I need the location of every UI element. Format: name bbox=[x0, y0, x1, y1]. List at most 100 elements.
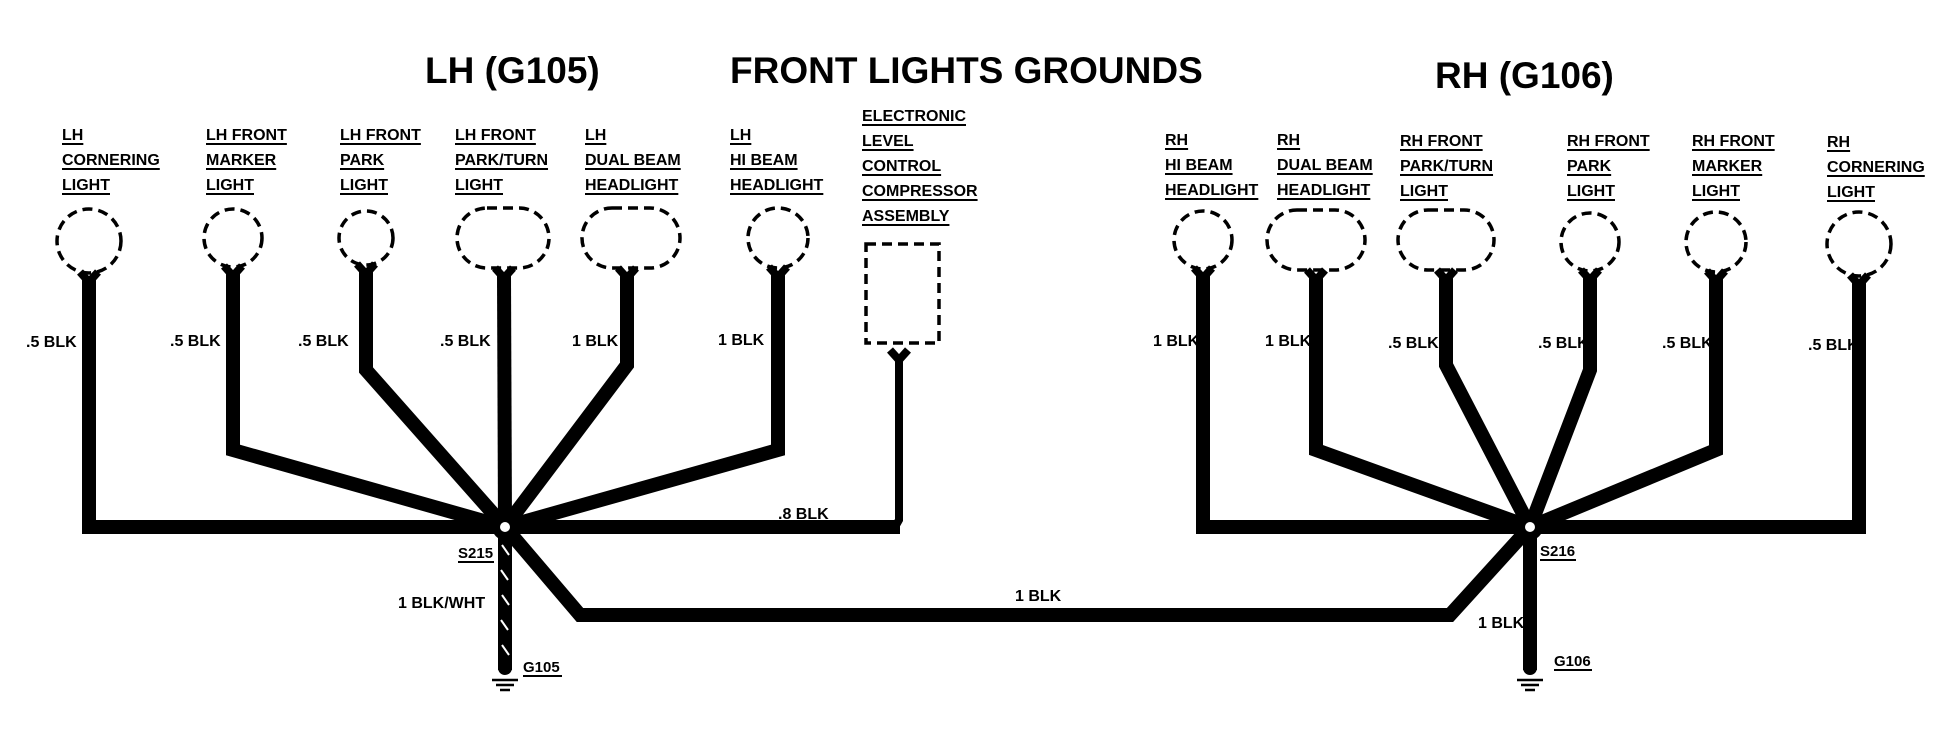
elc-compressor-assembly-symbol bbox=[864, 242, 941, 366]
rh-component-label-line: MARKER bbox=[1692, 158, 1763, 175]
ground-g106-symbol: G106 bbox=[1517, 653, 1592, 692]
rh-wires bbox=[1196, 276, 1866, 670]
rh-component-label-line: RH bbox=[1277, 132, 1300, 149]
lh-component-label-0: LH CORNERING LIGHT bbox=[62, 127, 160, 195]
wire-label-lh-hi-beam: 1 BLK bbox=[718, 332, 765, 349]
wire-label-rh-park-turn: .5 BLK bbox=[1388, 335, 1439, 352]
lh-dual-beam-headlight-symbol bbox=[580, 206, 682, 284]
wire-label-lh-cornering: .5 BLK bbox=[26, 334, 77, 351]
blk-wht-stripe bbox=[500, 544, 510, 656]
main-title: FRONT LIGHTS GROUNDS bbox=[730, 50, 1203, 91]
rh-front-park-light-symbol bbox=[1559, 211, 1621, 286]
rh-component-label-line: RH bbox=[1165, 132, 1188, 149]
lh-front-marker-light-symbol bbox=[202, 207, 264, 282]
lh-component-label-line: ELECTRONIC bbox=[862, 108, 966, 125]
rh-component-label-4: RH FRONT MARKER LIGHT bbox=[1692, 133, 1775, 201]
wire-label-rh-cornering: .5 BLK bbox=[1808, 337, 1859, 354]
lh-component-label-line: LH bbox=[585, 127, 606, 144]
ground-g105-symbol: G105 bbox=[492, 659, 562, 692]
wire-label-lh-marker: .5 BLK bbox=[170, 333, 221, 350]
rh-component-label-2: RH FRONT PARK/TURN LIGHT bbox=[1400, 133, 1494, 201]
lh-component-label-5: LH HI BEAM HEADLIGHT bbox=[730, 127, 824, 195]
wire-label-crossover: 1 BLK bbox=[1015, 588, 1062, 605]
wire-label-rh-marker: .5 BLK bbox=[1662, 335, 1713, 352]
lh-component-label-line: CORNERING bbox=[62, 152, 160, 169]
lh-component-label-line: LIGHT bbox=[340, 177, 388, 194]
lh-hi-beam-headlight-symbol bbox=[746, 206, 810, 283]
lh-title: LH (G105) bbox=[425, 50, 600, 91]
lh-front-park-light-symbol bbox=[337, 209, 395, 280]
wire-label-lh-park: .5 BLK bbox=[298, 333, 349, 350]
wire-label-lh-ground: 1 BLK/WHT bbox=[398, 595, 485, 612]
rh-dual-beam-headlight-symbol bbox=[1265, 208, 1367, 286]
rh-component-label-line: LIGHT bbox=[1692, 183, 1740, 200]
lh-component-label-2: LH FRONT PARK LIGHT bbox=[340, 127, 421, 195]
lh-component-label-line: LEVEL bbox=[862, 133, 914, 150]
wire-label-rh-dual-beam: 1 BLK bbox=[1265, 333, 1312, 350]
lh-front-park-turn-light-symbol bbox=[455, 206, 551, 284]
lh-component-label-line: LH bbox=[730, 127, 751, 144]
splice-s216: S216 bbox=[1517, 514, 1576, 561]
rh-component-label-5: RH CORNERING LIGHT bbox=[1827, 134, 1925, 202]
rh-component-label-line: LIGHT bbox=[1827, 184, 1875, 201]
lh-component-label-line: HI BEAM bbox=[730, 152, 798, 169]
wire-labels: .5 BLK .5 BLK .5 BLK .5 BLK 1 BLK 1 BLK … bbox=[26, 332, 1859, 632]
lh-component-label-line: CONTROL bbox=[862, 158, 941, 175]
wire-label-elc: .8 BLK bbox=[778, 506, 829, 523]
splice-s215-label: S215 bbox=[458, 545, 493, 562]
rh-title: RH (G106) bbox=[1435, 55, 1614, 96]
rh-component-label-1: RH DUAL BEAM HEADLIGHT bbox=[1277, 132, 1373, 200]
rh-front-marker-light-symbol bbox=[1684, 210, 1748, 287]
rh-component-label-0: RH HI BEAM HEADLIGHT bbox=[1165, 132, 1259, 200]
lh-component-label-line: DUAL BEAM bbox=[585, 152, 681, 169]
rh-component-label-line: LIGHT bbox=[1400, 183, 1448, 200]
lh-component-label-1: LH FRONT MARKER LIGHT bbox=[206, 127, 287, 195]
lh-component-label-6: ELECTRONIC LEVEL CONTROL COMPRESSOR ASSEMBLY bbox=[862, 108, 978, 226]
lh-component-label-line: COMPRESSOR bbox=[862, 183, 978, 200]
ground-g106-label: G106 bbox=[1554, 653, 1591, 670]
rh-component-label-line: HI BEAM bbox=[1165, 157, 1233, 174]
rh-component-label-line: PARK bbox=[1567, 158, 1612, 175]
lh-component-label-line: MARKER bbox=[206, 152, 277, 169]
rh-hi-beam-headlight-symbol bbox=[1172, 209, 1234, 284]
wire-label-rh-ground: 1 BLK bbox=[1478, 615, 1525, 632]
rh-component-label-line: LIGHT bbox=[1567, 183, 1615, 200]
rh-component-label-line: RH FRONT bbox=[1692, 133, 1775, 150]
lh-component-label-line: ASSEMBLY bbox=[862, 208, 950, 225]
lh-component-label-3: LH FRONT PARK/TURN LIGHT bbox=[455, 127, 549, 195]
rh-component-label-line: HEADLIGHT bbox=[1277, 182, 1371, 199]
rh-component-label-line: CORNERING bbox=[1827, 159, 1925, 176]
lh-component-label-4: LH DUAL BEAM HEADLIGHT bbox=[585, 127, 681, 195]
rh-component-label-3: RH FRONT PARK LIGHT bbox=[1567, 133, 1650, 201]
lh-component-label-line: PARK bbox=[340, 152, 385, 169]
rh-front-park-turn-light-symbol bbox=[1396, 208, 1496, 286]
rh-component-label-line: RH bbox=[1827, 134, 1850, 151]
lh-component-label-line: LH FRONT bbox=[206, 127, 287, 144]
rh-component-label-line: RH FRONT bbox=[1567, 133, 1650, 150]
lh-component-label-line: HEADLIGHT bbox=[585, 177, 679, 194]
lh-component-label-line: LH FRONT bbox=[455, 127, 536, 144]
rh-component-label-line: RH FRONT bbox=[1400, 133, 1483, 150]
wire-label-rh-park: .5 BLK bbox=[1538, 335, 1589, 352]
rh-component-label-line: HEADLIGHT bbox=[1165, 182, 1259, 199]
rh-component-label-line: DUAL BEAM bbox=[1277, 157, 1373, 174]
lh-component-label-line: LH bbox=[62, 127, 83, 144]
rh-cornering-light-symbol bbox=[1825, 210, 1893, 291]
lh-component-label-line: HEADLIGHT bbox=[730, 177, 824, 194]
wire-label-lh-dual-beam: 1 BLK bbox=[572, 333, 619, 350]
lh-cornering-light-symbol bbox=[55, 207, 123, 288]
wire-label-lh-park-turn: .5 BLK bbox=[440, 333, 491, 350]
lh-wires bbox=[82, 272, 1536, 670]
lh-component-label-line: LIGHT bbox=[206, 177, 254, 194]
lh-component-label-line: PARK/TURN bbox=[455, 152, 548, 169]
splice-s216-label: S216 bbox=[1540, 543, 1575, 560]
ground-g105-label: G105 bbox=[523, 659, 560, 676]
wire-label-rh-hi-beam: 1 BLK bbox=[1153, 333, 1200, 350]
rh-component-label-line: PARK/TURN bbox=[1400, 158, 1493, 175]
lh-component-label-line: LIGHT bbox=[62, 177, 110, 194]
splice-s215: S215 bbox=[458, 514, 518, 563]
lh-component-label-line: LIGHT bbox=[455, 177, 503, 194]
lh-component-label-line: LH FRONT bbox=[340, 127, 421, 144]
